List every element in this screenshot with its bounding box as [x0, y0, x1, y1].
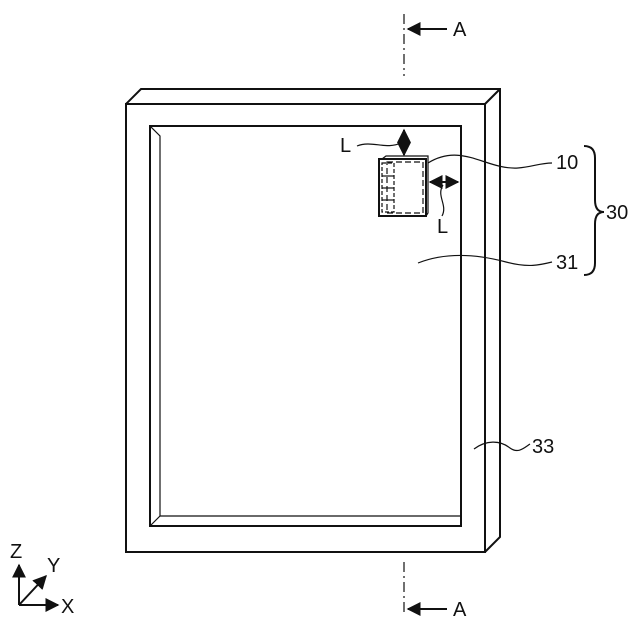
clearance-top-label: L: [340, 135, 351, 157]
frame-inner-opening: [150, 126, 461, 526]
brace-30: 30: [584, 146, 628, 275]
section-mark-top-label: A: [453, 19, 467, 41]
frame-inner-bevel: [150, 126, 461, 516]
section-mark-bottom-label: A: [453, 599, 467, 621]
leader-10: 10: [428, 152, 578, 174]
frame-depth-edges: [126, 89, 500, 552]
section-mark-bottom: A: [408, 599, 467, 621]
label-30: 30: [606, 202, 628, 224]
section-mark-top: A: [408, 19, 467, 41]
y-axis-label: Y: [47, 555, 60, 577]
leader-31: 31: [418, 252, 578, 274]
frame-front-face: [126, 104, 485, 552]
y-axis-arrow: [19, 576, 46, 605]
x-axis-label: X: [61, 596, 74, 618]
clearance-top-dimension: L: [340, 130, 404, 157]
label-31: 31: [556, 252, 578, 274]
axes-indicator: Z Y X: [10, 541, 74, 618]
label-10: 10: [556, 152, 578, 174]
label-33: 33: [532, 436, 554, 458]
z-axis-label: Z: [10, 541, 22, 563]
frame-33: [126, 89, 500, 552]
clearance-side-dimension: L: [430, 182, 458, 238]
component-10: [379, 156, 428, 216]
leader-33: 33: [474, 436, 554, 458]
clearance-side-label: L: [437, 216, 448, 238]
